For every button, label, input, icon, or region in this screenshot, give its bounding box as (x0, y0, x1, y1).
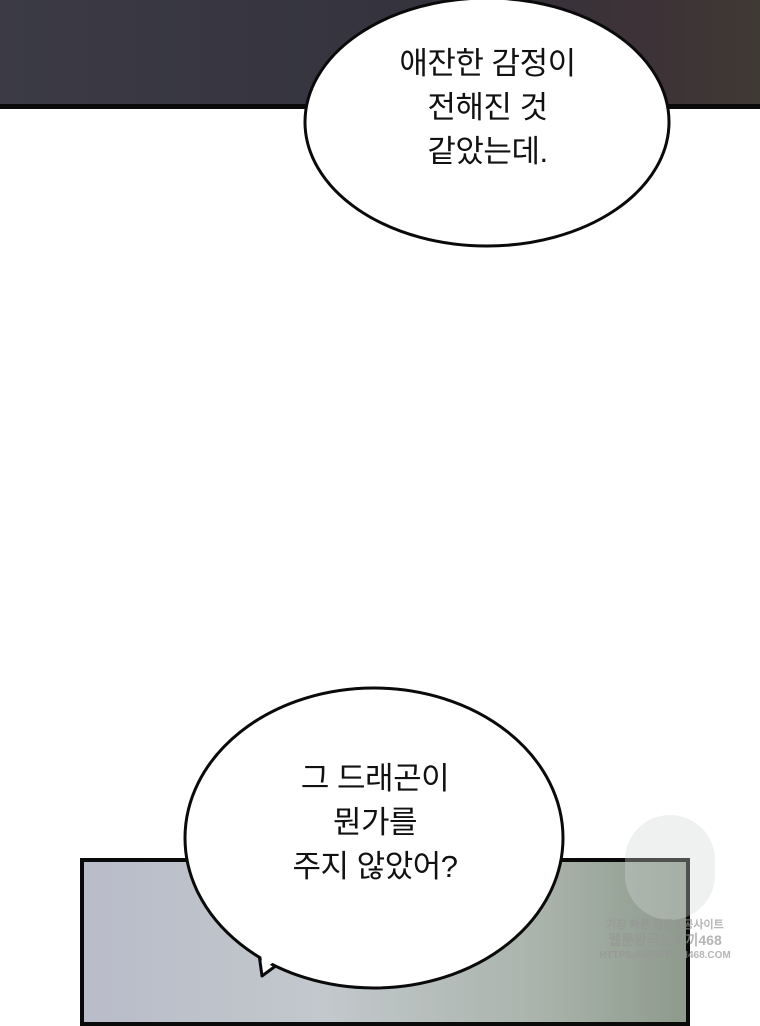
speech-bubble-1 (303, 0, 671, 248)
bubble-line: 애잔한 감정이 (399, 46, 576, 81)
bubble-line: 전해진 것 (427, 90, 548, 125)
watermark-line: 웹툰왕국뉴토끼468 (608, 932, 722, 948)
speech-bubbles (183, 0, 671, 990)
watermark-mascot (625, 815, 715, 920)
bubble-line: 같았는데. (427, 134, 548, 169)
speech-bubble-2-text: 그 드래곤이 뭔가를 주지 않았어? (190, 757, 560, 889)
bubble-line: 주지 않았어? (292, 849, 458, 884)
bubble-line: 그 드래곤이 (300, 761, 450, 796)
watermark-line: 가장 빠른 웹툰제공사이트 (606, 919, 724, 931)
watermark: 가장 빠른 웹툰제공사이트 웹툰왕국뉴토끼468 HTTPS://NEWTOKI… (595, 918, 735, 963)
speech-bubble-1-text: 애잔한 감정이 전해진 것 같았는데. (320, 42, 655, 174)
speech-bubble-2 (183, 686, 565, 990)
watermark-url: HTTPS://NEWTOKI468.COM (599, 950, 731, 961)
bubble-line: 뭔가를 (332, 805, 418, 840)
